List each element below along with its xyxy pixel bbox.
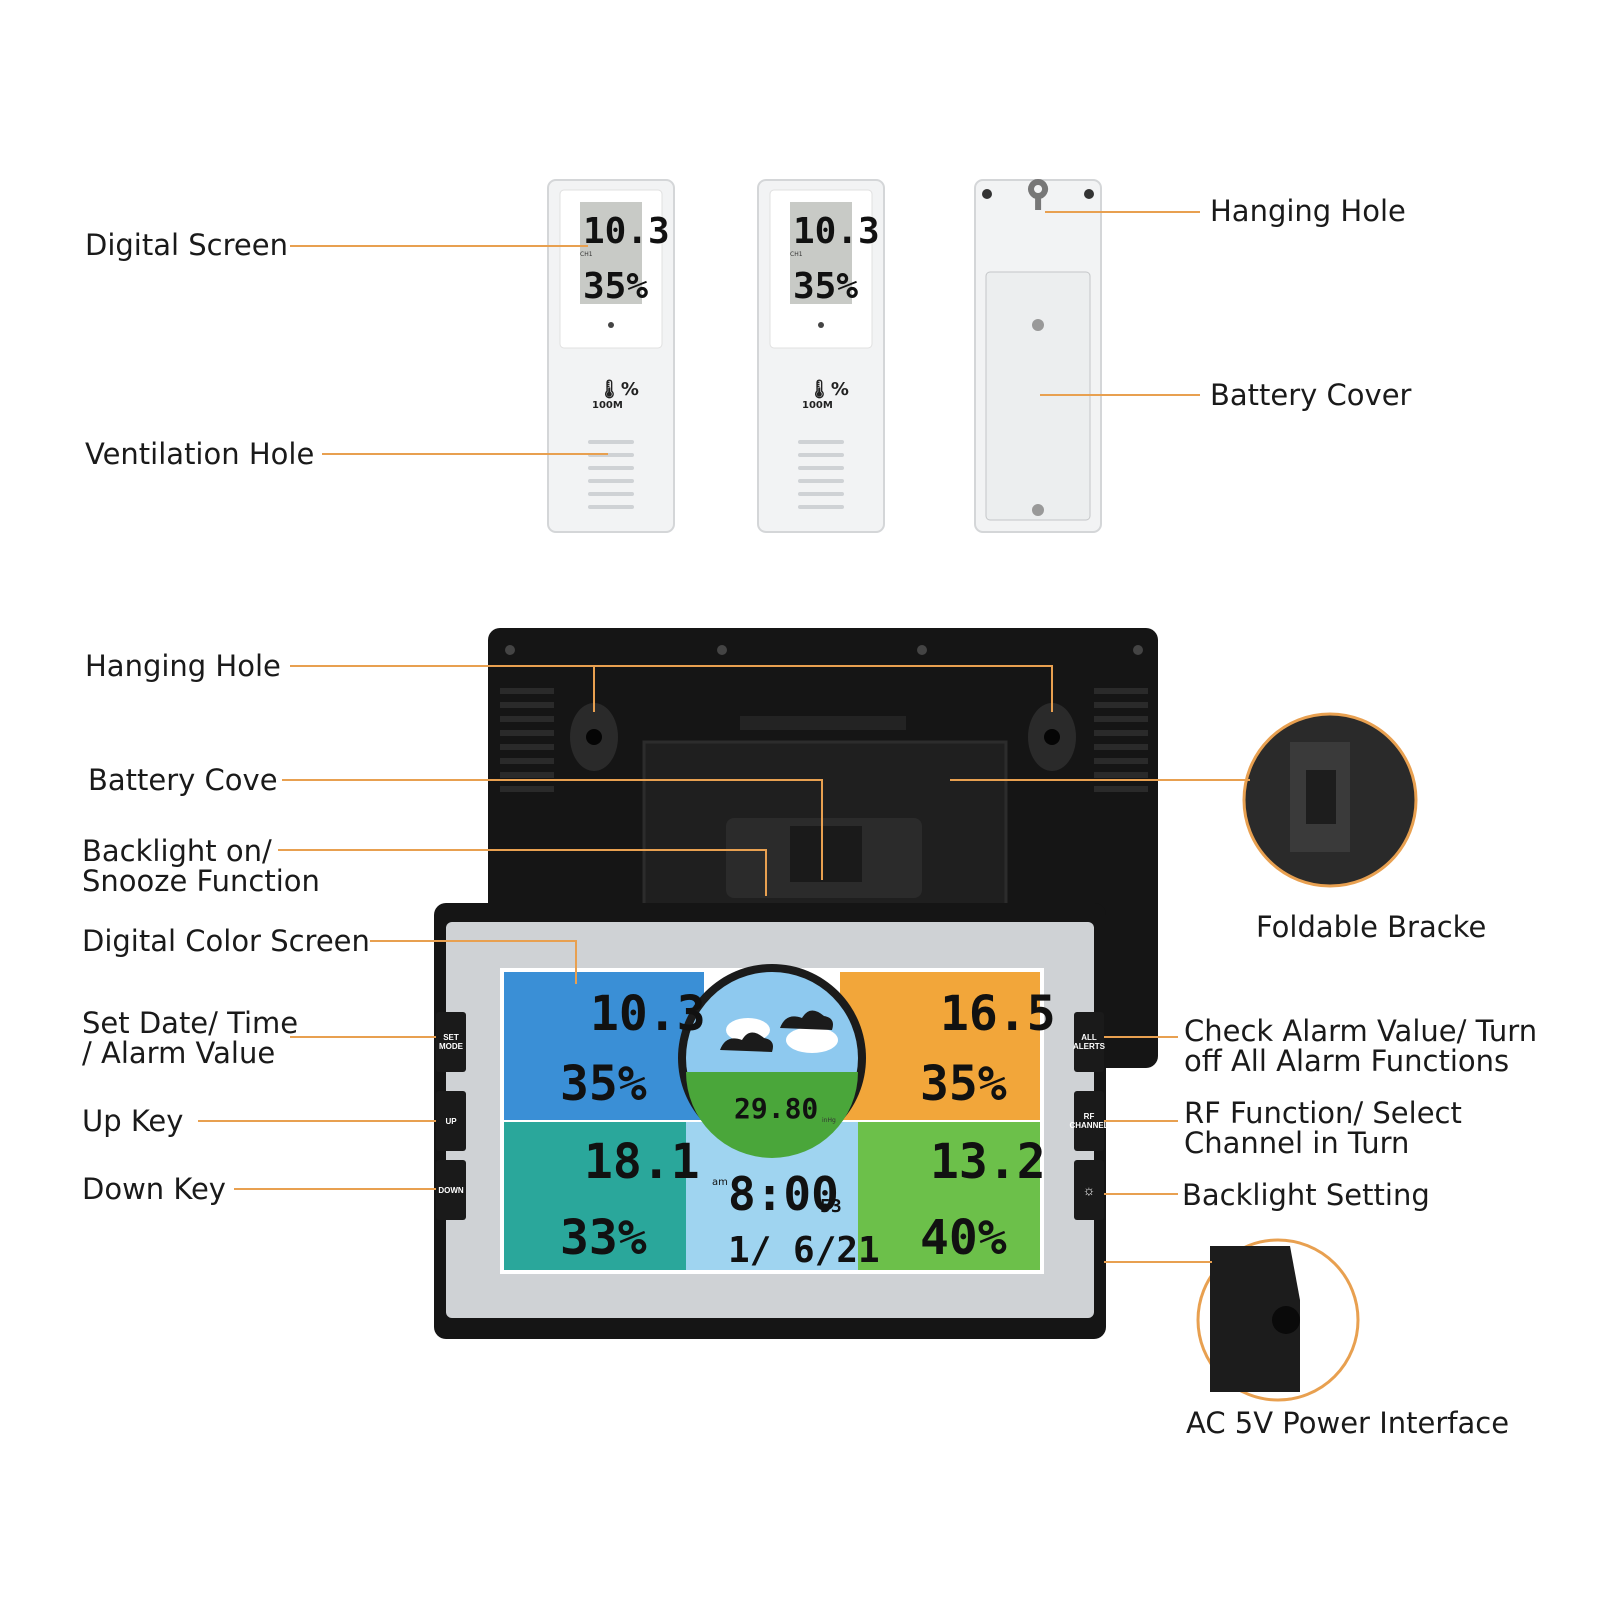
svg-text:CH1: CH1 bbox=[790, 251, 803, 258]
label-digital-color-screen: Digital Color Screen bbox=[82, 924, 370, 958]
svg-text:10.3: 10.3 bbox=[590, 986, 706, 1042]
label-set-date-time: Set Date/ Time/ Alarm Value bbox=[82, 1006, 299, 1070]
sensor-front-1: 10.3 35% CH1 🌡% 100M bbox=[547, 179, 675, 533]
svg-text:40%: 40% bbox=[920, 1210, 1007, 1266]
svg-text:1/ 6/21: 1/ 6/21 bbox=[728, 1230, 880, 1271]
svg-text:33%: 33% bbox=[560, 1210, 647, 1266]
svg-text:100M: 100M bbox=[802, 400, 833, 411]
label-battery-cover: Battery Cover bbox=[1210, 378, 1412, 412]
label-foldable-bracket: Foldable Bracke bbox=[1256, 910, 1487, 944]
label-up-key: Up Key bbox=[82, 1104, 184, 1138]
svg-text:18.1: 18.1 bbox=[584, 1134, 700, 1190]
svg-text:🌡%: 🌡% bbox=[598, 379, 639, 400]
svg-text:35%: 35% bbox=[920, 1056, 1007, 1112]
main-unit-front: 29.80 inHg 10.3 35% 16.5 35% 18.1 33% 13… bbox=[434, 903, 1106, 1339]
svg-text:10.3: 10.3 bbox=[793, 211, 880, 252]
label-battery-cove: Battery Cove bbox=[88, 763, 278, 797]
label-ventilation-hole: Ventilation Hole bbox=[85, 437, 315, 471]
svg-text:53: 53 bbox=[820, 1196, 842, 1217]
all-alerts-button[interactable]: ALL ALERTS bbox=[1073, 1012, 1105, 1072]
label-digital-screen: Digital Screen bbox=[85, 228, 288, 262]
up-button[interactable]: UP bbox=[436, 1091, 466, 1151]
svg-text:29.80: 29.80 bbox=[734, 1092, 818, 1125]
svg-text:inHg: inHg bbox=[822, 1117, 836, 1124]
svg-text:35%: 35% bbox=[793, 266, 858, 307]
label-backlight-snooze: Backlight on/Snooze Function bbox=[82, 834, 320, 898]
svg-text:10.3: 10.3 bbox=[583, 211, 670, 252]
svg-text:35%: 35% bbox=[560, 1056, 647, 1112]
foldable-bracket-zoom bbox=[1242, 712, 1418, 888]
label-hanging-hole: Hanging Hole bbox=[85, 649, 281, 683]
svg-text:8:00: 8:00 bbox=[728, 1167, 839, 1221]
power-interface-zoom bbox=[1196, 1238, 1360, 1402]
backlight-button[interactable]: ☼ bbox=[1074, 1160, 1104, 1220]
screen-quadrant-4 bbox=[840, 1122, 1040, 1270]
sensor-front-2: 10.3 35% CH1 🌡% 100M bbox=[757, 179, 885, 533]
svg-text:100M: 100M bbox=[592, 400, 623, 411]
set-mode-button[interactable]: SET MODE bbox=[436, 1012, 466, 1072]
screen-quadrant-1 bbox=[504, 972, 704, 1120]
label-down-key: Down Key bbox=[82, 1172, 226, 1206]
svg-text:am: am bbox=[712, 1177, 728, 1188]
down-button[interactable]: DOWN bbox=[436, 1160, 466, 1220]
leader-lines bbox=[198, 211, 1250, 1263]
rf-channel-button[interactable]: RF CHANNEL bbox=[1069, 1091, 1109, 1151]
label-hanging-hole-sensor: Hanging Hole bbox=[1210, 194, 1406, 228]
label-backlight-setting: Backlight Setting bbox=[1182, 1178, 1430, 1212]
svg-text:16.5: 16.5 bbox=[940, 986, 1056, 1042]
screen-quadrant-3 bbox=[504, 1122, 704, 1270]
svg-text:13.2: 13.2 bbox=[930, 1134, 1046, 1190]
svg-text:CH1: CH1 bbox=[580, 251, 593, 258]
sensor-back bbox=[974, 179, 1102, 533]
screen-quadrant-2 bbox=[840, 972, 1040, 1120]
svg-text:🌡%: 🌡% bbox=[808, 379, 849, 400]
label-ac-power: AC 5V Power Interface bbox=[1186, 1406, 1510, 1440]
svg-text:35%: 35% bbox=[583, 266, 648, 307]
